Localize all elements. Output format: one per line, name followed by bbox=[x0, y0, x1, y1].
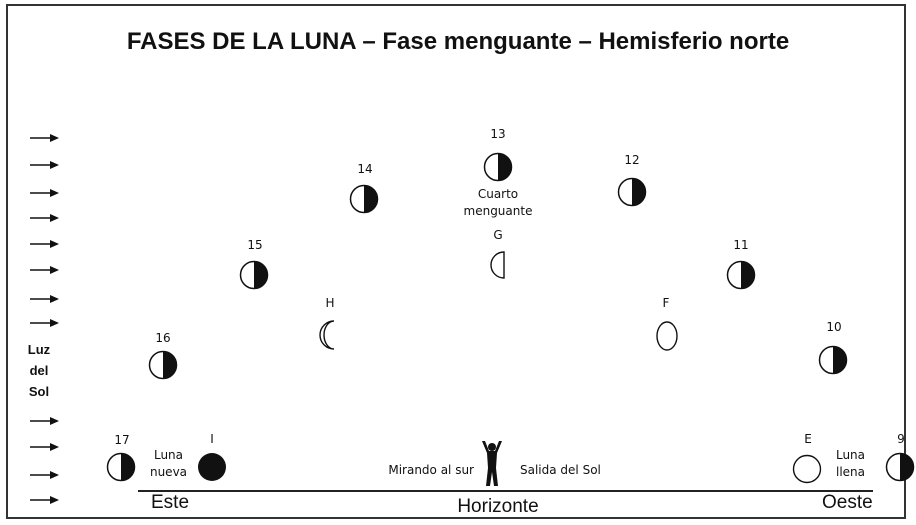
sunlight-arrow-icon bbox=[30, 443, 59, 451]
diagram-frame: FASES DE LA LUNA – Fase menguante – Hemi… bbox=[6, 4, 915, 519]
half-moon-icon bbox=[726, 260, 756, 290]
sunlight-arrow-icon bbox=[30, 134, 59, 142]
luna-llena-label: Luna llena bbox=[828, 447, 873, 481]
horizon-center-label: Horizonte bbox=[457, 496, 539, 517]
observer-right-label: Salida del Sol bbox=[520, 463, 601, 477]
luna-nueva-label: Luna nueva bbox=[146, 447, 191, 481]
moon-number-15: 15 bbox=[247, 238, 263, 252]
gibbous-moon-icon bbox=[656, 321, 678, 351]
phase-letter-g: G bbox=[493, 228, 503, 242]
moon-number-13: 13 bbox=[490, 127, 506, 141]
phase-letter-i: I bbox=[210, 432, 214, 446]
half-moon-icon bbox=[483, 152, 513, 182]
sunlight-arrow-icon bbox=[30, 214, 59, 222]
full-moon-icon bbox=[792, 454, 822, 484]
cuarto-menguante-label: Cuarto menguante bbox=[448, 186, 548, 220]
horizon-line bbox=[138, 490, 873, 492]
phase-letter-e: E bbox=[804, 432, 812, 446]
half-moon-icon bbox=[818, 345, 848, 375]
half-moon-icon bbox=[885, 452, 915, 482]
half-moon-icon bbox=[106, 452, 136, 482]
moon-number-14: 14 bbox=[357, 162, 373, 176]
half-moon-icon bbox=[148, 350, 178, 380]
sunlight-arrow-icon bbox=[30, 295, 59, 303]
luna-llena-line: llena bbox=[835, 465, 865, 479]
sunlight-arrow-icon bbox=[30, 189, 59, 197]
sunlight-arrow-icon bbox=[30, 417, 59, 425]
luna-llena-line: Luna bbox=[835, 448, 866, 462]
moon-number-12: 12 bbox=[624, 153, 640, 167]
phase-letter-h: H bbox=[325, 296, 335, 310]
luna-nueva-line: nueva bbox=[149, 465, 188, 479]
half-moon-icon bbox=[617, 177, 647, 207]
luna-nueva-line: Luna bbox=[153, 448, 184, 462]
phase-letter-f: F bbox=[662, 296, 670, 310]
diagram-title: FASES DE LA LUNA – Fase menguante – Hemi… bbox=[126, 28, 790, 55]
sunlight-arrow-icon bbox=[30, 240, 59, 248]
moon-number-17: 17 bbox=[114, 433, 130, 447]
new-moon-icon bbox=[198, 453, 226, 481]
half-moon-outline-icon bbox=[490, 251, 505, 279]
half-moon-icon bbox=[349, 184, 379, 214]
sunlight-label-line: Sol bbox=[28, 384, 50, 399]
half-moon-icon bbox=[239, 260, 269, 290]
sunlight-label: Luz del Sol bbox=[19, 339, 59, 402]
crescent-moon-icon bbox=[319, 320, 335, 350]
sunlight-label-line: Luz bbox=[27, 342, 51, 357]
observer-left-label: Mirando al sur bbox=[388, 463, 474, 477]
moon-number-16: 16 bbox=[155, 331, 171, 345]
moon-number-11: 11 bbox=[733, 238, 749, 252]
cuarto-menguante-line: Cuarto bbox=[477, 187, 519, 201]
sunlight-label-line: del bbox=[29, 363, 49, 378]
sunlight-arrow-icon bbox=[30, 471, 59, 479]
horizon-west-label: Oeste bbox=[822, 492, 873, 513]
sunlight-arrow-icon bbox=[30, 319, 59, 327]
sunlight-arrow-icon bbox=[30, 496, 59, 504]
sunlight-arrow-icon bbox=[30, 266, 59, 274]
moon-number-9: 9 bbox=[897, 432, 905, 446]
moon-number-10: 10 bbox=[826, 320, 842, 334]
sunlight-arrow-icon bbox=[30, 161, 59, 169]
observer-person-icon bbox=[482, 441, 502, 486]
cuarto-menguante-line: menguante bbox=[463, 204, 533, 218]
horizon-east-label: Este bbox=[151, 492, 190, 513]
